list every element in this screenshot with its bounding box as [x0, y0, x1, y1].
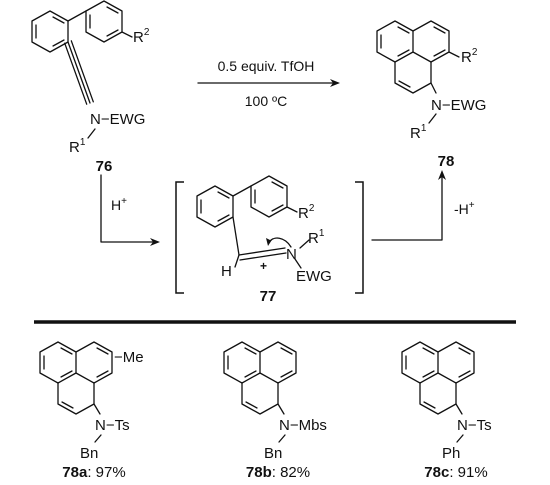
r2-substituent: R2	[298, 203, 315, 222]
compound-number-77: 77	[260, 288, 277, 305]
c-n-bond	[430, 82, 437, 94]
aryl-aryl-bond	[232, 185, 252, 197]
nitrogen-atom: N	[286, 246, 297, 263]
n-ewg-group: N−EWG	[431, 97, 486, 114]
phenanthrene-ring-a	[39, 341, 77, 384]
example-78b-label: 78b: 82%	[246, 464, 310, 481]
reagent-condition: 0.5 equiv. TfOH	[218, 58, 315, 74]
n-mbs-group: N−Mbs	[279, 417, 327, 434]
n-ts-group: N−Ts	[457, 417, 492, 434]
biphenyl-ring-right-double-bonds	[89, 6, 119, 37]
ewg-group: EWG	[296, 268, 332, 285]
phenanthrene-ring-b	[75, 341, 113, 384]
phenanthrene-ring-a	[223, 341, 261, 384]
r1-substituent: R1	[308, 228, 325, 247]
n-r1-bond	[428, 113, 437, 124]
n-ph-bond	[456, 434, 464, 443]
n-r1-bond	[299, 239, 310, 249]
r1-substituent: R1	[410, 123, 427, 142]
r2-bond	[286, 206, 298, 213]
compound-number-76: 76	[96, 158, 113, 175]
phenanthrene-ring-b-double-bonds	[96, 347, 109, 378]
n-ts-group: N−Ts	[95, 417, 130, 434]
phenanthrene-ring-a	[401, 341, 439, 384]
methyl-substituent: −Me	[114, 349, 144, 366]
n-ewg-group: N−EWG	[90, 111, 145, 128]
phenanthrene-ring-a-double-bonds	[380, 26, 410, 57]
biphenyl-ring-left-double-bonds	[35, 16, 65, 47]
phenanthrene-ring-b-double-bonds	[280, 347, 293, 378]
phenanthrene-ring-c-double-bond	[245, 401, 258, 409]
deprotonation-label: -H+	[454, 200, 475, 217]
vinyl-hydrogen: H	[221, 263, 232, 280]
phenanthrene-ring-b-double-bonds	[433, 26, 446, 57]
c-n-bond	[277, 403, 285, 415]
phenyl-group: Ph	[442, 445, 460, 462]
phenanthrene-ring-c	[241, 382, 279, 415]
r2-bond	[448, 51, 460, 58]
r2-substituent: R2	[461, 47, 478, 66]
phenanthrene-ring-a-double-bonds	[43, 347, 73, 378]
phenanthrene-ring-c-double-bond	[61, 401, 74, 409]
example-78a-label: 78a: 97%	[62, 464, 125, 481]
r2-substituent: R2	[133, 27, 150, 46]
bracket-right	[355, 181, 364, 294]
phenanthrene-ring-c	[394, 61, 432, 94]
compound-78-structure	[376, 20, 460, 124]
reaction-arrow	[197, 79, 340, 87]
positive-charge: +	[260, 259, 267, 273]
bracket-left	[175, 181, 184, 294]
c-n-bond	[93, 403, 101, 415]
phenanthrene-ring-a-double-bonds	[227, 347, 257, 378]
c-n-bond	[455, 403, 463, 415]
temperature-condition: 100 ºC	[245, 93, 287, 109]
biphenyl-ring-left	[31, 10, 69, 53]
biphenyl-ring-right	[85, 0, 123, 43]
aryl-aryl-bond	[67, 10, 87, 22]
biphenyl-ring-left-double-bonds	[200, 191, 230, 222]
biphenyl-ring-right	[250, 175, 288, 218]
phenanthrene-ring-a	[376, 20, 414, 63]
phenanthrene-ring-b	[259, 341, 297, 384]
protonation-arrow	[100, 174, 160, 246]
compound-number-78: 78	[438, 153, 455, 170]
compound-77-structure	[196, 175, 310, 269]
phenanthrene-ring-a-double-bonds	[405, 347, 435, 378]
alkyne-triple-bond	[64, 40, 94, 105]
n-r1-bond	[87, 128, 96, 139]
protonation-label: H+	[111, 196, 127, 213]
deprotonation-arrow	[371, 170, 446, 241]
vinyl-h-bond	[234, 254, 240, 268]
biphenyl-ring-left	[196, 185, 234, 228]
phenanthrene-ring-b-double-bonds	[458, 347, 471, 378]
example-78b-structure	[223, 341, 297, 443]
curved-arrow-head	[266, 238, 273, 246]
keteniminium-double-bond	[238, 247, 287, 261]
phenanthrene-ring-b	[437, 341, 475, 384]
compound-76-structure	[31, 0, 133, 139]
biphenyl-ring-right-double-bonds	[254, 181, 284, 212]
n-bn-bond	[278, 434, 286, 443]
phenanthrene-ring-c	[419, 382, 457, 415]
example-78c-label: 78c: 91%	[424, 464, 487, 481]
r2-bond	[121, 31, 133, 38]
benzyl-group: Bn	[80, 445, 98, 462]
phenanthrene-ring-c-double-bond	[423, 401, 436, 409]
example-78c-structure	[401, 341, 475, 443]
n-ewg-bond	[294, 258, 302, 269]
phenanthrene-ring-c	[57, 382, 95, 415]
example-78a-structure	[39, 341, 113, 443]
aryl-vinyl-bond	[232, 216, 240, 256]
benzyl-group: Bn	[264, 445, 282, 462]
phenanthrene-ring-b	[412, 20, 450, 63]
phenanthrene-ring-c-double-bond	[398, 80, 411, 88]
r1-substituent: R1	[69, 137, 86, 156]
n-bn-bond	[94, 434, 102, 443]
